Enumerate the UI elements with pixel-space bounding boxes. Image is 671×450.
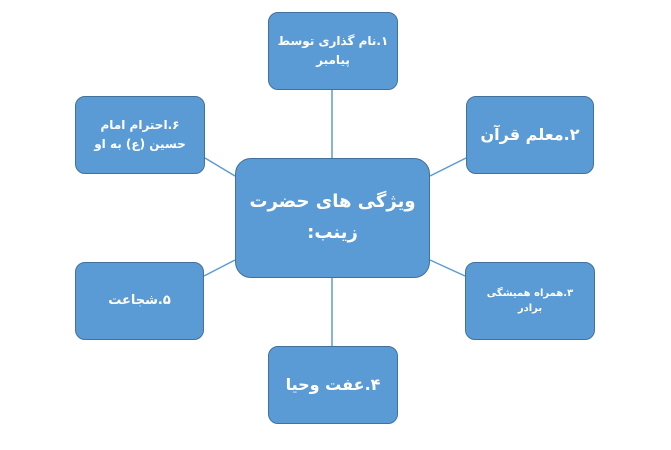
node-chastity-modesty: ۴.عفت وحیا xyxy=(268,346,398,424)
node-naming-by-prophet: ۱.نام گذاری توسط پیامبر xyxy=(268,12,398,90)
connector-6 xyxy=(204,157,236,177)
connector-3 xyxy=(429,259,466,277)
node-constant-companion-brother: ۳.همراه همیشگی برادر xyxy=(465,262,595,340)
node-quran-teacher: ۲.معلم قرآن xyxy=(466,96,594,174)
center-node: ویژگی های حضرت زینب: xyxy=(235,158,430,278)
connector-2 xyxy=(429,157,467,177)
node-courage: ۵.شجاعت xyxy=(75,262,204,340)
node-respect-imam-hussein: ۶.احترام امام حسین (ع) به او xyxy=(75,96,205,174)
connector-5 xyxy=(203,259,236,277)
